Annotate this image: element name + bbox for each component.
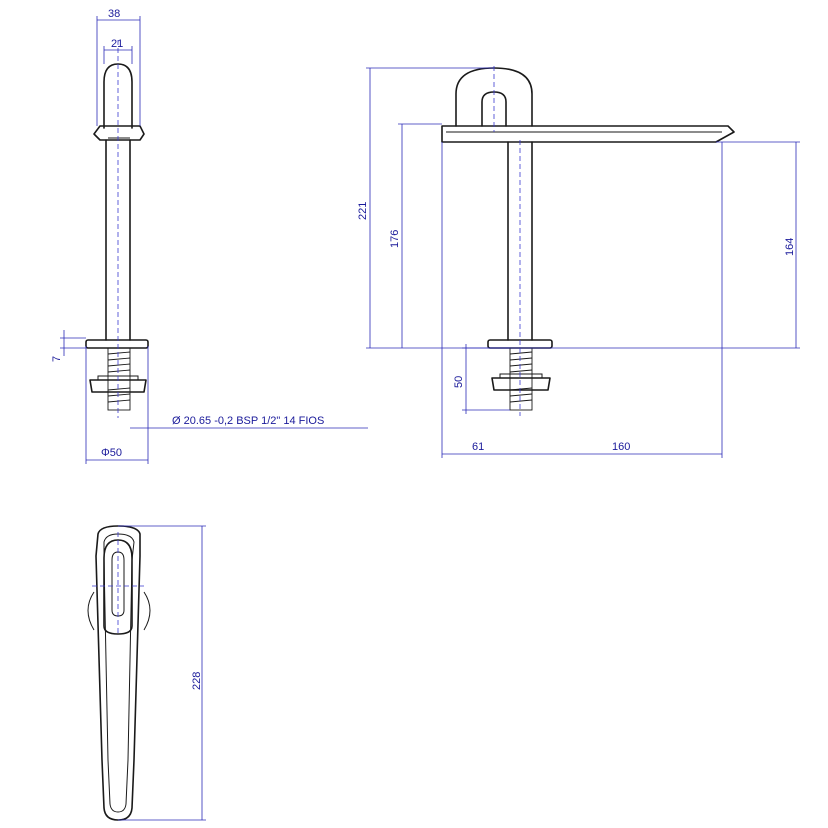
dim-shank-length: 50 xyxy=(453,376,465,388)
dim-spout-top-length: 228 xyxy=(191,672,203,690)
dim-top-inner-width: 21 xyxy=(111,38,123,50)
top-view-base-circle xyxy=(87,591,151,631)
front-view-dimensions: 221 176 164 50 61 160 xyxy=(357,67,800,458)
top-view-handle-slot xyxy=(111,551,125,617)
dim-spout-outlet-height: 164 xyxy=(784,238,796,256)
top-view xyxy=(87,525,151,821)
dim-spout-height: 176 xyxy=(389,230,401,248)
side-view-thread xyxy=(107,347,131,411)
dim-thread-spec: Ø 20.65 -0,2 BSP 1/2" 14 FIOS xyxy=(172,415,324,427)
front-view-thread xyxy=(509,347,533,411)
front-view-washer xyxy=(499,373,543,379)
top-view-spout-outer xyxy=(95,525,141,821)
top-view-dimensions: 228 xyxy=(118,525,206,821)
front-view-spout xyxy=(441,125,735,143)
top-view-handle xyxy=(103,539,133,635)
dim-rear-offset: 61 xyxy=(472,441,484,453)
front-view xyxy=(441,66,735,416)
side-view-base-flange xyxy=(85,339,149,349)
dim-base-diameter: Φ50 xyxy=(101,447,122,459)
side-view-lever-bottom xyxy=(93,125,145,141)
side-view-dimensions: 38 21 7 Ø 20.65 -0,2 BSP 1/2" 14 FIOS Φ5… xyxy=(51,8,368,464)
dim-top-outer-width: 38 xyxy=(108,8,120,20)
dim-total-height: 221 xyxy=(357,202,369,220)
side-view xyxy=(85,40,149,418)
top-view-spout-inner xyxy=(103,533,135,813)
dim-spout-reach: 160 xyxy=(612,441,630,453)
dim-nut-height: 7 xyxy=(51,356,63,362)
front-view-lock-nut xyxy=(491,377,551,391)
